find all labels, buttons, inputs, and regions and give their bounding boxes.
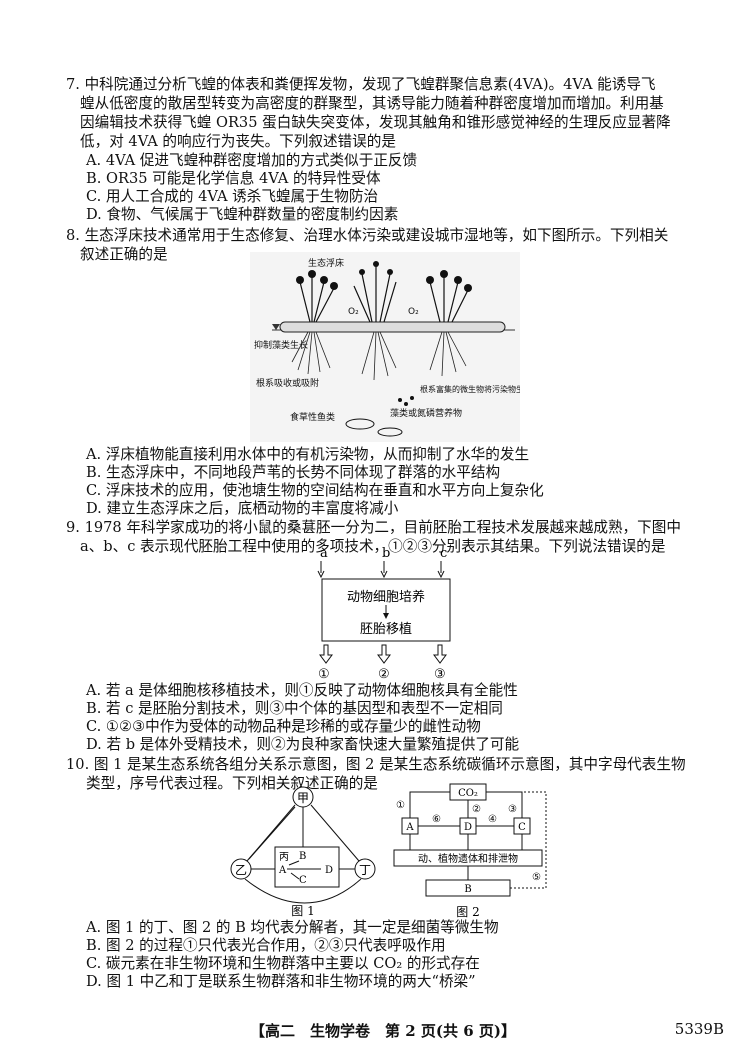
nutrient-dots	[398, 396, 414, 406]
label-C: C	[518, 822, 526, 833]
label-A: A	[405, 822, 414, 833]
q9-option-b: B. 若 c 是胚胎分割技术，则③中个体的基因型和表型不一定相同	[86, 700, 503, 717]
q8-option-b: B. 生态浮床中，不同地段芦苇的长势不同体现了群落的水平结构	[86, 464, 501, 481]
box-bottom-label: 胚胎移植	[360, 622, 412, 637]
plant-roots	[291, 331, 467, 381]
label-root-absorption: 根系吸收或吸附	[256, 377, 319, 389]
label-remains: 动、植物遗体和排泄物	[418, 852, 518, 865]
exam-code: 5339B	[674, 1020, 724, 1038]
embryo-engineering-figure: a b c 动物细胞培养 胚胎移植 ① ② ③	[317, 546, 451, 681]
q9-stem-line: a、b、c 表示现代胚胎工程中使用的多项技术，①②③分别表示其结果。下列说法错误…	[80, 538, 666, 555]
q9-option-d: D. 若 b 是体外受精技术，则②为良种家畜快速大量繁殖提供了可能	[86, 736, 520, 753]
floating-bed-figure: 生态浮床 O₂ O₂ 抑制藻类生长 根系吸收或吸附 根系富集的微生物将污染物生化…	[250, 252, 520, 442]
label-ding: 丁	[359, 863, 371, 877]
label-jia: 甲	[297, 791, 309, 805]
label-b: b	[382, 546, 390, 561]
box-top-label: 动物细胞培养	[347, 589, 425, 605]
result-1: ①	[318, 667, 330, 681]
result-2: ②	[378, 667, 390, 681]
q10-option-b: B. 图 2 的过程①只代表光合作用，②③只代表呼吸作用	[86, 937, 446, 954]
water-level-icon	[272, 324, 280, 330]
figure-background	[250, 252, 520, 442]
process-2: ②	[472, 804, 481, 815]
figure-2-arrows	[409, 791, 547, 889]
label-co2: CO₂	[458, 788, 478, 799]
box-bing	[274, 846, 340, 888]
label-o2-right: O₂	[408, 307, 419, 317]
result-3: ③	[434, 667, 446, 681]
plant-group	[299, 266, 469, 323]
q7-stem-line: 低，对 4VA 的响应行为丧失。下列叙述错误的是	[80, 133, 396, 150]
fish-icon	[377, 427, 403, 437]
q7-stem-line: 蝗从低密度的散居型转变为高密度的群聚型，其诱导能力随着种群密度增加而增加。利用基	[80, 95, 664, 112]
process-6: ⑥	[432, 814, 441, 825]
q8-option-c: C. 浮床技术的应用，使池塘生物的空间结构在垂直和水平方向上复杂化	[86, 482, 544, 499]
fish-icon	[345, 418, 375, 430]
q8-stem-line: 叙述正确的是	[80, 246, 168, 263]
label-B: B	[299, 851, 306, 862]
figure-1-caption: 图 1	[291, 904, 314, 918]
label-C: C	[299, 875, 307, 886]
page-footer: 【高二 生物学卷 第 2 页(共 6 页)】	[250, 1022, 516, 1040]
label-fish: 食草性鱼类	[290, 411, 335, 423]
process-3: ③	[508, 804, 517, 815]
q9-stem-line: 9. 1978 年科学家成功的将小鼠的桑葚胚一分为二，目前胚胎工程技术发展越来越…	[66, 519, 681, 536]
label-microbes: 根系富集的微生物将污染物生化降解	[420, 384, 520, 394]
q9-option-c: C. ①②③中作为受体的动物品种是珍稀的或存量少的雌性动物	[86, 718, 481, 735]
box-inner-arrowhead	[383, 613, 389, 619]
label-algae-suppression: 抑制藻类生长	[254, 339, 308, 351]
label-bing: 丙	[279, 852, 289, 863]
figure-2-caption: 图 2	[456, 905, 479, 919]
label-a: a	[320, 546, 328, 561]
q9-option-a: A. 若 a 是体细胞核移植技术，则①反映了动物体细胞核具有全能性	[86, 682, 518, 699]
label-yi: 乙	[235, 863, 247, 877]
label-c: c	[440, 546, 447, 561]
q10-option-a: A. 图 1 的丁、图 2 的 B 均代表分解者，其一定是细菌等微生物	[86, 919, 499, 936]
q10-stem-line: 10. 图 1 是某生态系统各组分关系示意图，图 2 是某生态系统碳循环示意图，…	[66, 756, 686, 773]
label-D: D	[464, 822, 472, 833]
figure-1-arrows	[244, 804, 362, 904]
q7-option-a: A. 4VA 促进飞蝗种群密度增加的方式类似于正反馈	[86, 152, 418, 169]
label-A: A	[278, 865, 287, 876]
figure-1: 甲 乙 丁 丙 A B C D 图 1	[230, 786, 376, 918]
q7-option-b: B. OR35 可能是化学信息 4VA 的特异性受体	[86, 170, 381, 187]
flower-heads	[296, 261, 472, 292]
q7-option-d: D. 食物、气候属于飞蝗种群数量的密度制约因素	[86, 206, 399, 223]
figure-2: CO₂ A D C 动、植物遗体和排泄物 B ① ② ③ ④ ⑤ ⑥ 图 2	[393, 783, 547, 919]
process-4: ④	[488, 814, 497, 825]
q10-option-c: C. 碳元素在非生物环境和生物群落中主要以 CO₂ 的形式存在	[86, 955, 480, 972]
q8-option-d: D. 建立生态浮床之后，底栖动物的丰富度将减小	[86, 500, 399, 517]
q7-stem-line: 7. 中科院通过分析飞蝗的体表和粪便挥发物，发现了飞蝗群聚信息素(4VA)。4V…	[66, 76, 656, 93]
process-1: ①	[396, 800, 405, 811]
process-5: ⑤	[532, 872, 541, 883]
q10-option-d: D. 图 1 中乙和丁是联系生物群落和非生物环境的两大“桥梁”	[86, 973, 476, 990]
q7-stem-line: 因编辑技术获得飞蝗 OR35 蛋白缺失突变体，发现其触角和锥形感觉神经的生理反应…	[80, 114, 671, 131]
output-arrows	[319, 644, 447, 664]
label-B: B	[464, 884, 471, 895]
floating-bed-platform	[279, 321, 506, 333]
q8-option-a: A. 浮床植物能直接利用水体中的有机污染物，从而抑制了水华的发生	[86, 446, 530, 463]
label-o2-left: O₂	[348, 307, 359, 317]
q8-stem-line: 8. 生态浮床技术通常用于生态修复、治理水体污染或建设城市湿地等，如下图所示。下…	[66, 227, 669, 244]
label-D: D	[325, 865, 333, 876]
q7-option-c: C. 用人工合成的 4VA 诱杀飞蝗属于生物防治	[86, 188, 379, 205]
input-arrows	[317, 561, 445, 579]
label-floating-bed: 生态浮床	[308, 257, 344, 269]
label-nutrients: 藻类或氮磷营养物	[390, 407, 462, 419]
